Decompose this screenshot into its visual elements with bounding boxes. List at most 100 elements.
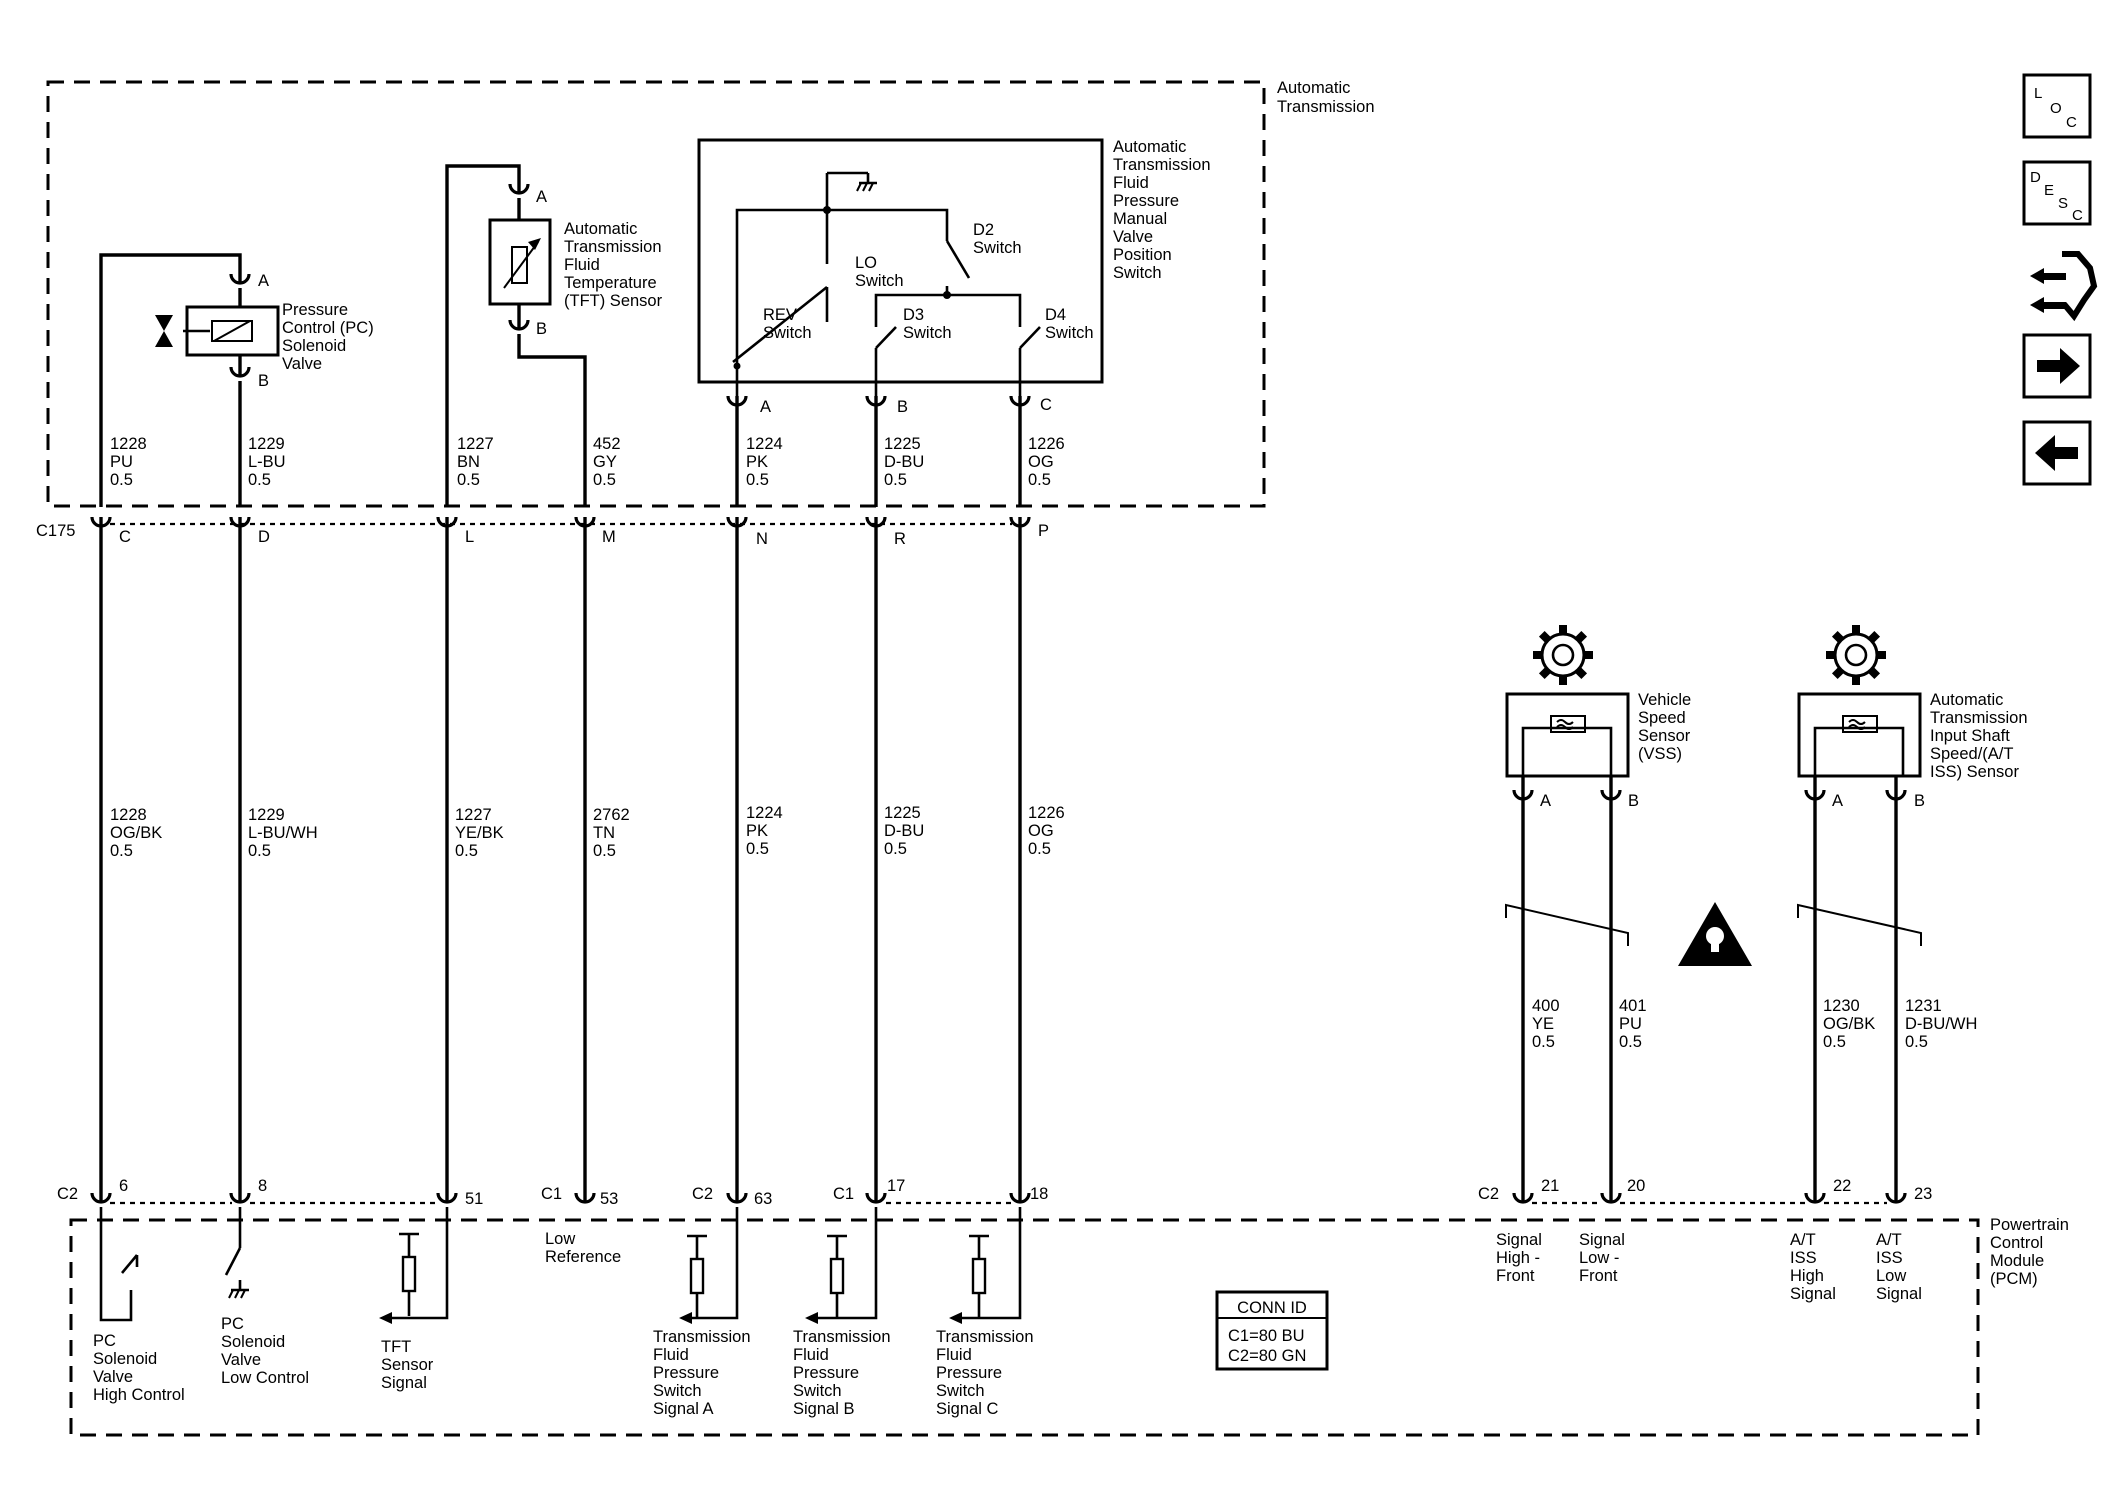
svg-text:23: 23: [1914, 1185, 1932, 1203]
svg-text:C: C: [2066, 114, 2077, 131]
svg-text:C1: C1: [541, 1185, 562, 1203]
svg-text:L: L: [2034, 85, 2042, 102]
next-arrow-icon: [2037, 348, 2080, 384]
svg-text:N: N: [756, 530, 768, 548]
connector-c175: C175 C D L M N R P: [36, 515, 1049, 548]
svg-text:D: D: [258, 528, 270, 546]
gear-icon: [1531, 623, 1595, 687]
next-page-button[interactable]: [2022, 333, 2092, 399]
svg-text:18: 18: [1030, 1185, 1048, 1203]
svg-text:6: 6: [119, 1177, 128, 1195]
gear-icon: [1824, 623, 1888, 687]
svg-text:C1=80 BU: C1=80 BU: [1228, 1327, 1305, 1345]
svg-text:M: M: [602, 528, 616, 546]
svg-text:O: O: [2050, 100, 2062, 117]
main-wires: [99, 526, 1022, 1193]
svg-text:C: C: [119, 528, 131, 546]
desc-icon: D E S C: [2030, 169, 2083, 224]
svg-text:C2: C2: [692, 1185, 713, 1203]
svg-text:B: B: [258, 372, 269, 390]
svg-text:E: E: [2044, 182, 2054, 199]
svg-text:A: A: [1540, 792, 1551, 810]
svg-text:C2: C2: [57, 1185, 78, 1203]
svg-text:P: P: [1038, 522, 1049, 540]
svg-text:C175: C175: [36, 522, 75, 540]
pcm-internal-circuits: [99, 1207, 1022, 1324]
back-page-button[interactable]: [2022, 420, 2092, 486]
conn-id-table: CONN ID C1=80 BU C2=80 GN: [1215, 1290, 1329, 1371]
svg-text:20: 20: [1627, 1177, 1645, 1195]
svg-text:S: S: [2058, 195, 2068, 212]
svg-text:R: R: [894, 530, 906, 548]
pcm-connectors: C2 6 8 51 C1 53 C2 63 C1 17 18 C2 21 20 …: [57, 1177, 1932, 1208]
svg-text:C1: C1: [833, 1185, 854, 1203]
svg-text:21: 21: [1541, 1177, 1559, 1195]
svg-text:17: 17: [887, 1177, 905, 1195]
svg-text:CONN ID: CONN ID: [1237, 1299, 1307, 1317]
svg-text:A: A: [258, 272, 269, 290]
schematic-button[interactable]: [2030, 251, 2098, 322]
svg-text:A: A: [536, 188, 547, 206]
svg-text:51: 51: [465, 1190, 483, 1208]
svg-text:8: 8: [258, 1177, 267, 1195]
svg-text:22: 22: [1833, 1177, 1851, 1195]
svg-text:C2: C2: [1478, 1185, 1499, 1203]
transmission-boundary: [46, 80, 1266, 508]
warning-icon: [1678, 902, 1752, 966]
desc-button[interactable]: D E S C: [2022, 160, 2092, 226]
back-arrow-icon: [2035, 435, 2078, 471]
svg-text:C: C: [1040, 396, 1052, 414]
svg-text:C2=80 GN: C2=80 GN: [1228, 1347, 1306, 1365]
svg-text:D: D: [2030, 169, 2041, 186]
svg-text:B: B: [897, 398, 908, 416]
svg-text:B: B: [1914, 792, 1925, 810]
loc-button[interactable]: L O C: [2022, 73, 2092, 139]
svg-text:L: L: [465, 528, 474, 546]
pcm-boundary: [69, 1218, 1980, 1437]
